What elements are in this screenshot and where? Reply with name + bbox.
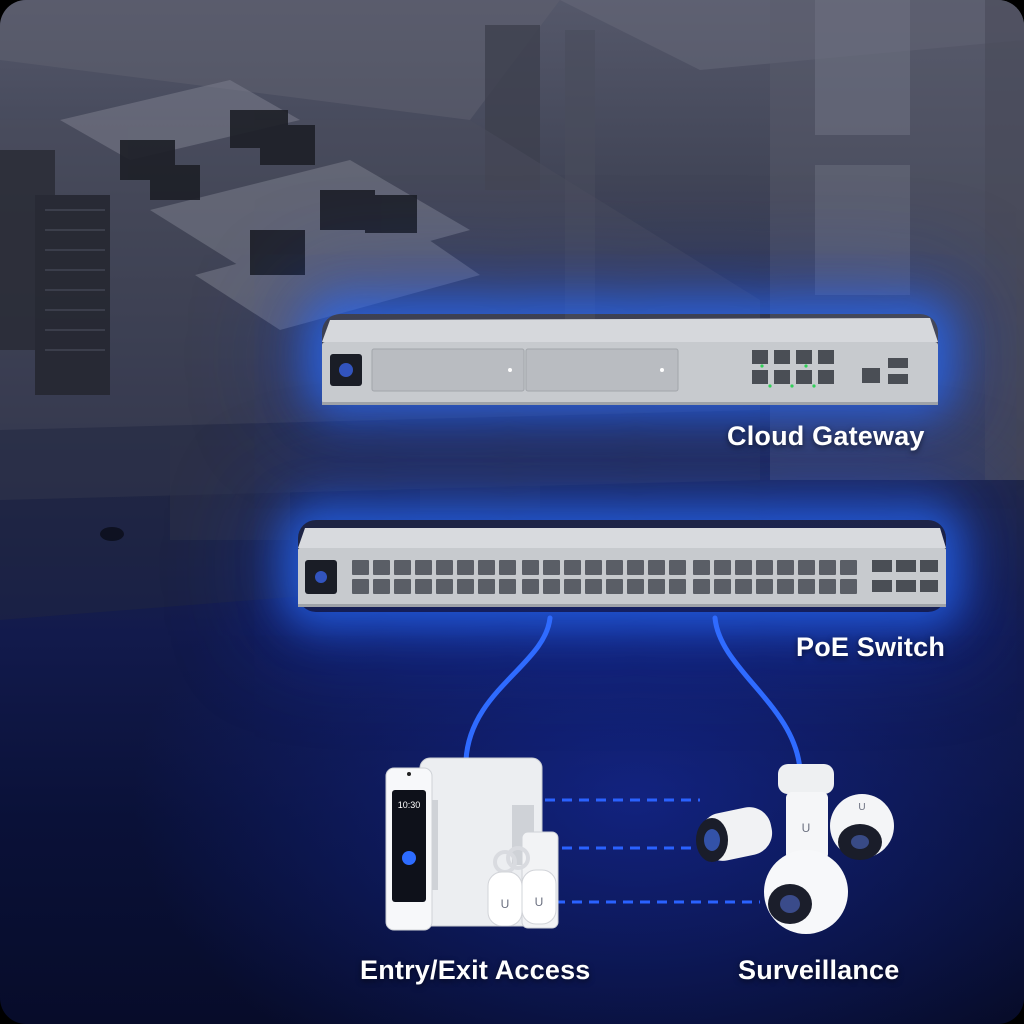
switch-port [373, 560, 390, 575]
dashed-links [545, 798, 760, 904]
switch-port [714, 579, 731, 594]
ubiquiti-u-logo: U [501, 897, 510, 911]
switch-port [352, 579, 369, 594]
switch-port [756, 560, 773, 575]
svg-text:U: U [802, 821, 811, 835]
switch-port [543, 579, 560, 594]
switch-port [840, 579, 857, 594]
switch-port [436, 579, 453, 594]
switch-port [522, 560, 539, 575]
reader-time: 10:30 [398, 800, 421, 810]
entry-exit-access-label: Entry/Exit Access [360, 955, 591, 985]
switch-port [522, 579, 539, 594]
switch-port [798, 560, 815, 575]
switch-port [606, 560, 623, 575]
switch-port [840, 560, 857, 575]
switch-port [669, 560, 686, 575]
surveillance-label: Surveillance [738, 955, 900, 985]
dome-camera: U [830, 794, 894, 860]
gateway-ports [752, 350, 908, 384]
switch-port [564, 560, 581, 575]
switch-port [564, 579, 581, 594]
cable-to-surveillance [712, 615, 803, 773]
svg-text:U: U [858, 802, 865, 813]
svg-text:U: U [535, 895, 544, 909]
key-fobs: U U [487, 846, 557, 927]
switch-port [627, 560, 644, 575]
switch-port [714, 560, 731, 575]
switch-port [436, 560, 453, 575]
lock-icon [402, 851, 416, 865]
reader-screen [392, 790, 426, 902]
switch-port-grid [352, 560, 857, 594]
poe-switch-label: PoE Switch [796, 632, 946, 662]
switch-port [777, 560, 794, 575]
switch-port [457, 579, 474, 594]
switch-port [693, 560, 710, 575]
switch-port [415, 560, 432, 575]
switch-port [499, 560, 516, 575]
switch-port [543, 560, 560, 575]
switch-port [585, 560, 602, 575]
switch-port [777, 579, 794, 594]
switch-port [606, 579, 623, 594]
switch-port [798, 579, 815, 594]
switch-port [819, 579, 836, 594]
switch-sfp-ports [872, 560, 938, 592]
switch-port [669, 579, 686, 594]
switch-port [627, 579, 644, 594]
switch-port [415, 579, 432, 594]
switch-port [693, 579, 710, 594]
switch-port [735, 579, 752, 594]
switch-port [352, 560, 369, 575]
switch-port [478, 579, 495, 594]
cable-to-access [463, 615, 553, 763]
cloud-gateway-label: Cloud Gateway [727, 421, 925, 451]
switch-port [585, 579, 602, 594]
switch-port [648, 579, 665, 594]
switch-port [819, 560, 836, 575]
switch-port [648, 560, 665, 575]
switch-port [457, 560, 474, 575]
switch-port [756, 579, 773, 594]
bullet-camera [696, 807, 773, 862]
switch-port [394, 560, 411, 575]
switch-port [499, 579, 516, 594]
switch-port [394, 579, 411, 594]
switch-port [735, 560, 752, 575]
switch-port [478, 560, 495, 575]
switch-port [373, 579, 390, 594]
